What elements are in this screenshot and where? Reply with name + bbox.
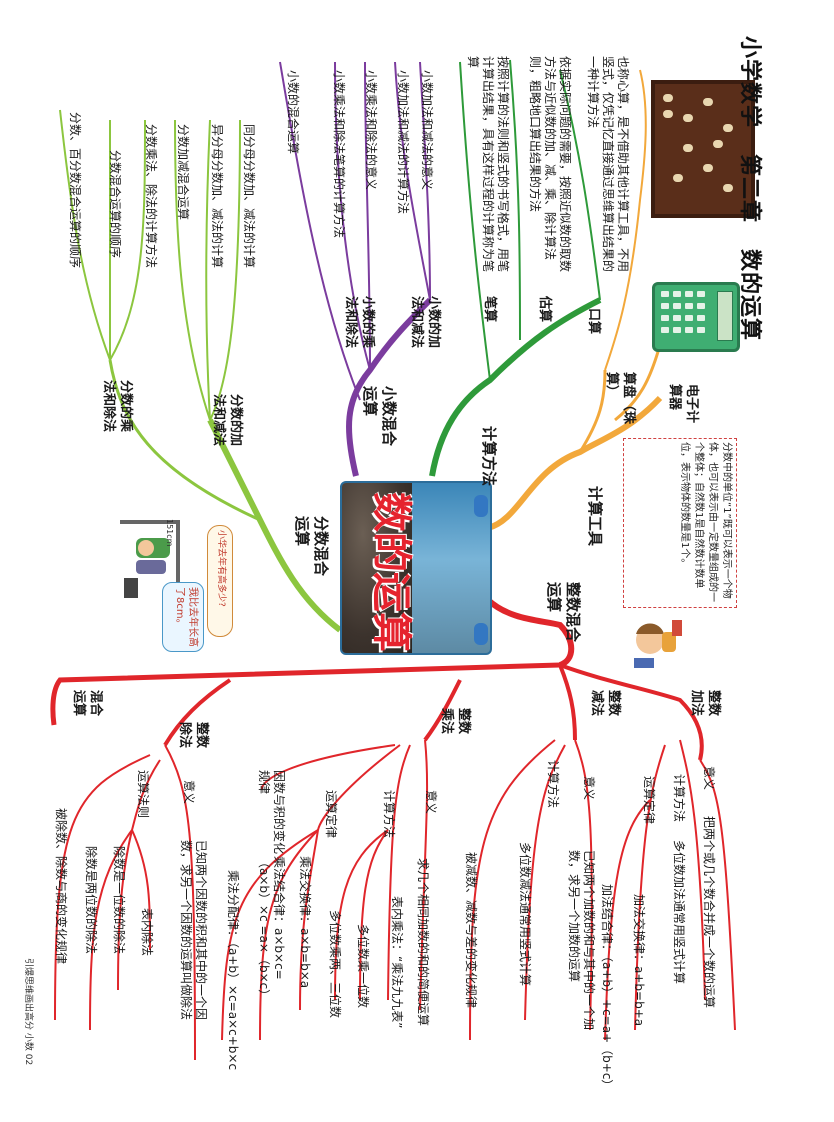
int-add-meaning: 意义 — [702, 766, 716, 791]
int-div-rule-table: 表内除法 — [140, 908, 154, 957]
int-add-law-associative: 加法结合律：（a+b）+c=a+（b+c） — [600, 884, 614, 1092]
estimate-desc: 依据实际问题的需要，按照近似数的取数方法与近似数的加、减、乘、除计算法则，粗略地… — [528, 56, 572, 273]
node-frac-add: 分数的加法和减法 — [211, 394, 243, 447]
int-mul-change-rule: 因数与积的变化规律 — [257, 770, 286, 855]
child-height-illustration — [120, 520, 180, 606]
int-add-meaning-desc: 把两个或几个数合并成一个数的运算 — [702, 816, 716, 1009]
dec-mul-method: 小数乘法和除法笔算的计算方法 — [332, 70, 346, 239]
node-int-mul: 整数乘法 — [439, 708, 471, 735]
int-mul-meaning-desc: 求几个相同加数的和的简便运算 — [416, 858, 430, 1027]
branch-abacus — [578, 369, 607, 453]
int-add-law: 运算定律 — [642, 776, 656, 825]
node-tools: 计算工具 — [586, 486, 604, 547]
frac-mul-method: 分数乘法、除法的计算方法 — [144, 124, 158, 269]
int-mul-method-one-digit: 多位数乘一位数 — [356, 924, 370, 1009]
node-integer: 整数混合运算 — [545, 582, 582, 643]
binder-rings — [474, 495, 488, 645]
branch-tools — [487, 395, 663, 531]
branch-oral — [604, 69, 647, 371]
int-sub-change-rule: 被减数、减数与差的变化规律 — [464, 852, 478, 1009]
center-node — [340, 481, 492, 655]
branch-integer — [485, 597, 575, 668]
title-topic: 数的运算 — [737, 249, 762, 342]
int-mul-method-table: 表内乘法：“乘法九九表” — [390, 896, 404, 1029]
node-calculator: 电子计算器 — [667, 384, 699, 424]
int-mul-law-distributive: 乘法分配律：（a+b）×c=a×c+b×c — [226, 870, 240, 1071]
node-written: 笔算 — [482, 296, 497, 323]
frac-add-diff: 异分母分数加、减法的计算 — [210, 124, 224, 269]
node-oral: 口算 — [586, 308, 601, 335]
calculator-picture — [652, 282, 740, 352]
node-decimal: 小数混合运算 — [361, 386, 398, 447]
int-mul-law: 运算定律 — [324, 790, 338, 839]
branch-fraction — [207, 418, 342, 633]
int-div-meaning: 意义 — [182, 780, 196, 805]
oral-desc: 也称心算，是不借助其他计算工具，不用竖式，仅凭记忆直接通过思维算出结果的一种计算… — [586, 56, 630, 273]
child-runner-illustration — [634, 620, 682, 668]
int-div-rule-one-digit: 除数是一位数的除法 — [112, 846, 126, 955]
int-add-method-desc: 多位数加法通常用竖式计算 — [672, 840, 686, 985]
frac-add-same: 同分母分数加、减法的计算 — [242, 124, 256, 269]
node-dec-add: 小数的加法和减法 — [409, 296, 441, 349]
dec-mixed: 小数的混合运算 — [286, 70, 300, 155]
speech-bubble-question — [207, 525, 233, 637]
node-int-sub: 整数减法 — [589, 690, 621, 717]
node-int-mixed: 混合运算 — [71, 690, 103, 717]
page-footer: 引爆思维画出高分 小数 02 — [23, 958, 33, 1066]
node-abacus: 算盘（珠算） — [604, 372, 636, 425]
abacus-picture — [651, 80, 755, 218]
title-chapter: 第二章 — [737, 154, 762, 224]
int-sub-method-desc: 多位数减法通常用竖式计算 — [518, 842, 532, 987]
frac-mul-order: 分数混合运算的顺序 — [108, 150, 122, 259]
node-dec-mul: 小数的乘法和除法 — [343, 296, 375, 349]
int-mul-meaning: 意义 — [424, 790, 438, 815]
int-div-rule: 运算法则 — [136, 770, 150, 819]
int-sub-method: 计算方法 — [546, 760, 560, 809]
dec-mul-meaning: 小数乘法和除法的意义 — [364, 70, 378, 191]
int-sub-meaning-desc: 已知两个加数的和与其中的一个加数，求另一个加数的运算 — [567, 850, 596, 1031]
note-box — [623, 438, 737, 608]
frac-percent-order: 分数、百分数混合运算的顺序 — [68, 112, 82, 269]
int-mul-law-commutative: 乘法交换律：a×b=b×a — [298, 856, 312, 989]
node-int-add: 整数加法 — [689, 690, 721, 717]
node-frac-mul: 分数的乘法和除法 — [101, 380, 133, 433]
int-div-meaning-desc: 已知两个因数的积和其中的一个因数，求另一个因数的运算叫做除法 — [179, 840, 208, 1021]
int-div-change-rule: 被除数、除数与商的变化规律 — [54, 808, 68, 965]
page-title: 小学数学第二章数的运算 — [736, 36, 768, 341]
node-estimate: 估算 — [537, 296, 552, 323]
int-sub-meaning: 意义 — [582, 776, 596, 801]
node-int-div: 整数除法 — [177, 722, 209, 749]
int-mul-law-associative: 乘法结合律：a×b×c=（a×b）×c =a×（b×c） — [257, 856, 286, 1002]
dec-add-meaning: 小数加法和减法的意义 — [420, 70, 434, 191]
int-mul-method-multi-digit: 多位数乘两、三位数 — [328, 910, 342, 1019]
speech-bubble-answer — [162, 582, 204, 652]
int-add-law-commutative: 加法交换律：a+b=b+a — [632, 894, 646, 1027]
int-mul-method: 计算方法 — [382, 790, 396, 839]
dec-add-method: 小数加法和减法的计算方法 — [396, 70, 410, 215]
branch-calculator — [614, 344, 662, 422]
written-desc: 按照计算的法则和竖式的书写格式，用笔计算出结果，具有这样过程的计算称为笔算 — [466, 56, 510, 273]
branch-decimal — [346, 297, 433, 477]
node-fraction: 分数混合运算 — [293, 516, 330, 577]
node-methods: 计算方法 — [480, 426, 498, 487]
frac-add-mixed: 分数加减混合运算 — [176, 124, 190, 221]
int-add-method: 计算方法 — [672, 774, 686, 823]
title-subject: 小学数学 — [737, 36, 762, 129]
int-div-rule-two-digit: 除数是两位数的除法 — [84, 846, 98, 955]
